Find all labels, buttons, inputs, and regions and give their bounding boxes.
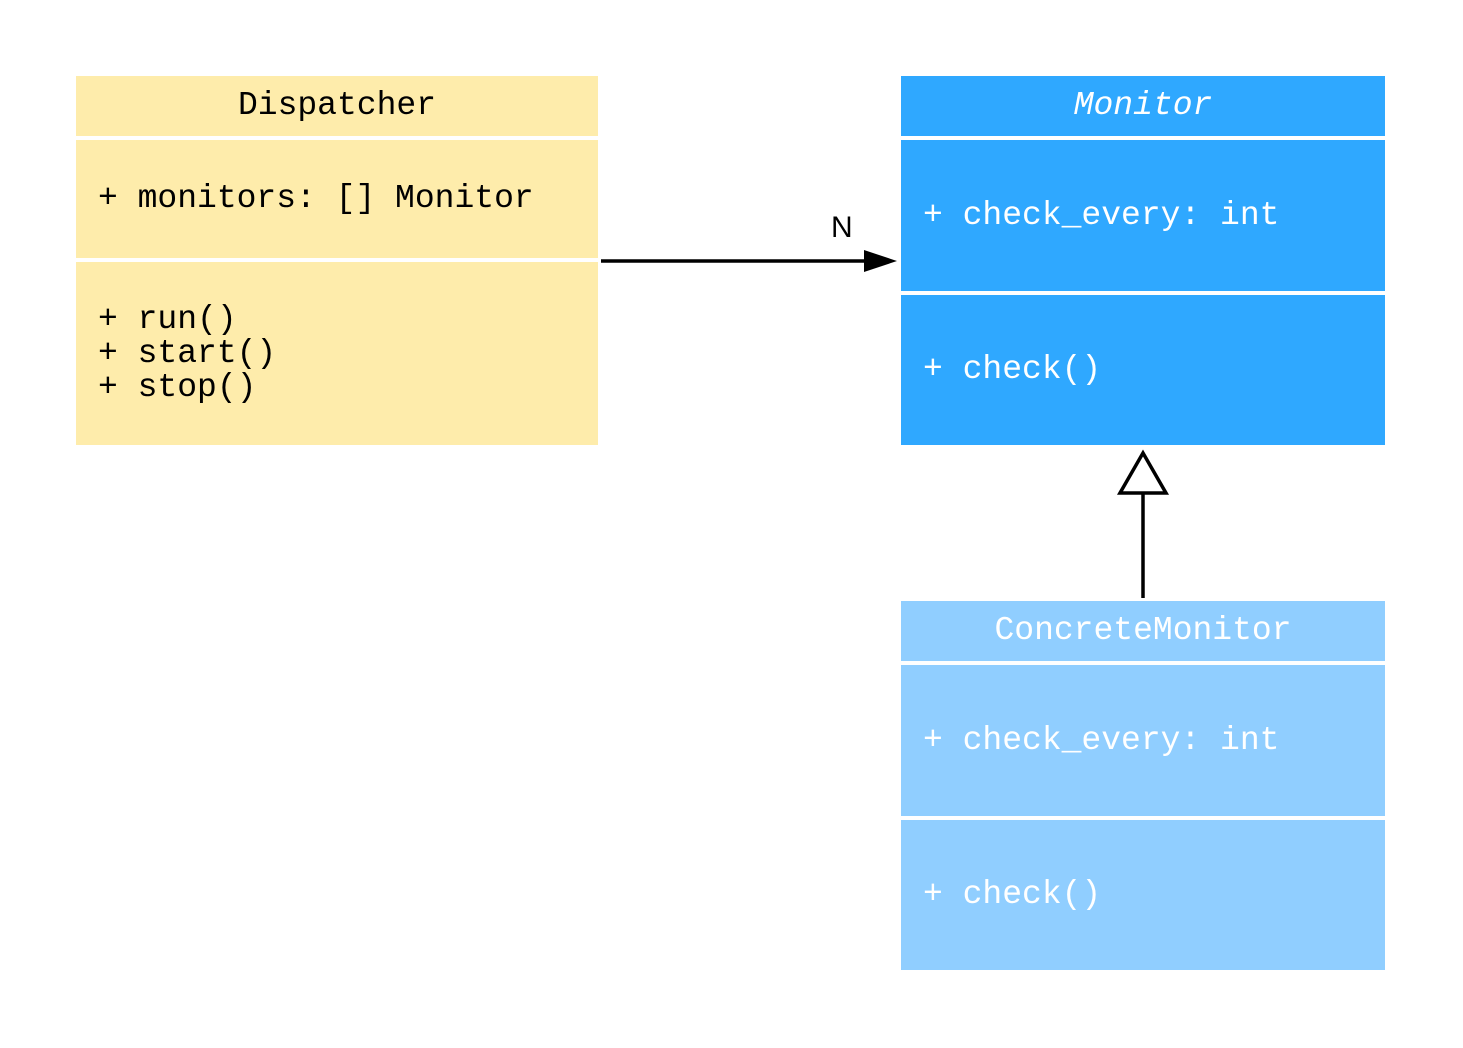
attribute: + check_every: int [901,665,1385,816]
method: + check() [901,820,1385,970]
attribute: + check_every: int [901,140,1385,291]
class-name: Dispatcher [76,76,598,136]
class-name: Monitor [901,76,1385,136]
association-arrow [601,250,897,272]
method: + stop() [98,368,257,406]
class-concrete-monitor: ConcreteMonitor + check_every: int + che… [901,601,1385,970]
method: + run() [98,300,237,338]
class-dispatcher: Dispatcher + monitors: [] Monitor + run(… [76,76,598,445]
method: + start() [98,334,277,372]
attribute: + monitors: [] Monitor [76,140,598,258]
class-name: ConcreteMonitor [901,601,1385,661]
class-monitor: Monitor + check_every: int + check() [901,76,1385,445]
inheritance-arrow [1116,449,1170,598]
arrowhead-icon [864,250,897,272]
methods: + run() + start() + stop() [76,262,598,445]
hollow-triangle-icon [1116,449,1170,495]
multiplicity-label: N [831,211,853,244]
method: + check() [901,295,1385,445]
